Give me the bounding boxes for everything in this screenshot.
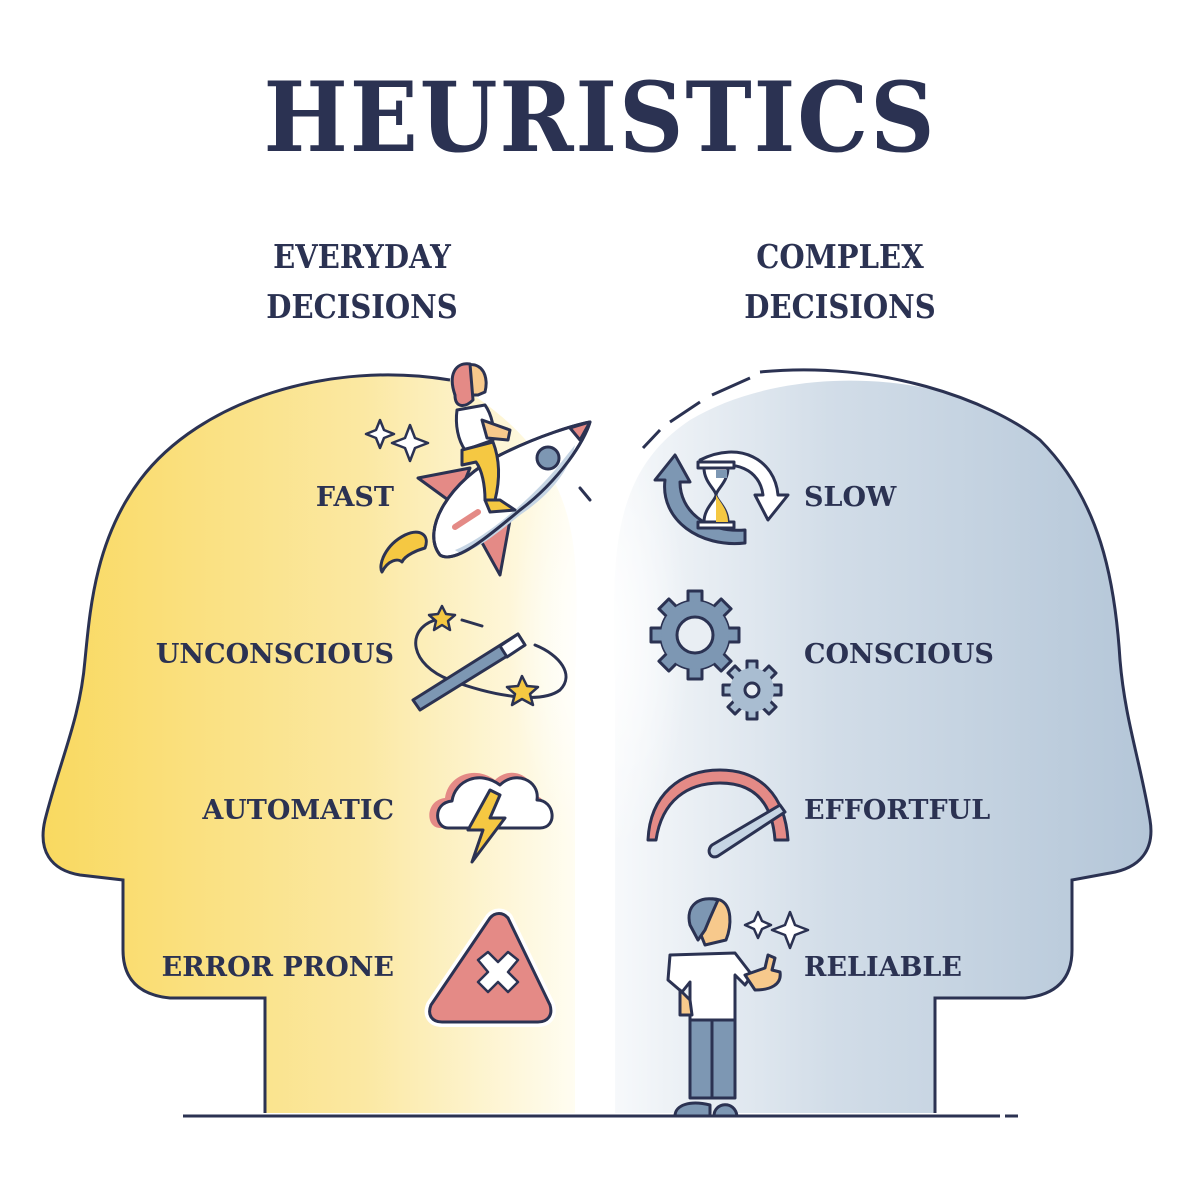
heading-line: EVERYDAY <box>273 237 451 276</box>
warning-x-triangle-icon <box>424 908 556 1027</box>
right-head-silhouette <box>614 368 1153 1113</box>
label-error-prone: ERROR PRONE <box>161 952 394 983</box>
heading-line: COMPLEX <box>756 237 924 276</box>
complex-decisions-heading: COMPLEX DECISIONS <box>690 232 989 332</box>
label-reliable: RELIABLE <box>804 952 962 983</box>
label-automatic: AUTOMATIC <box>202 795 394 826</box>
heading-line: DECISIONS <box>266 287 458 326</box>
magic-wand-icon <box>411 604 568 712</box>
page-title: HEURISTICS <box>263 61 937 174</box>
left-head-silhouette <box>41 373 577 1113</box>
everyday-decisions-heading: EVERYDAY DECISIONS <box>212 232 511 332</box>
heading-line: DECISIONS <box>744 287 936 326</box>
label-unconscious: UNCONSCIOUS <box>155 639 394 670</box>
gears-icon <box>649 589 783 721</box>
label-effortful: EFFORTFUL <box>804 795 991 826</box>
label-conscious: CONSCIOUS <box>804 639 994 670</box>
center-glow <box>510 420 690 860</box>
label-slow: SLOW <box>804 482 897 513</box>
label-fast: FAST <box>315 482 394 513</box>
thumbs-up-person-icon <box>666 897 810 1118</box>
storm-cloud-lightning-icon <box>429 772 554 864</box>
rocket-rider-icon <box>364 362 592 577</box>
speedometer-gauge-icon <box>646 768 790 859</box>
hourglass-cycle-icon <box>653 450 790 546</box>
